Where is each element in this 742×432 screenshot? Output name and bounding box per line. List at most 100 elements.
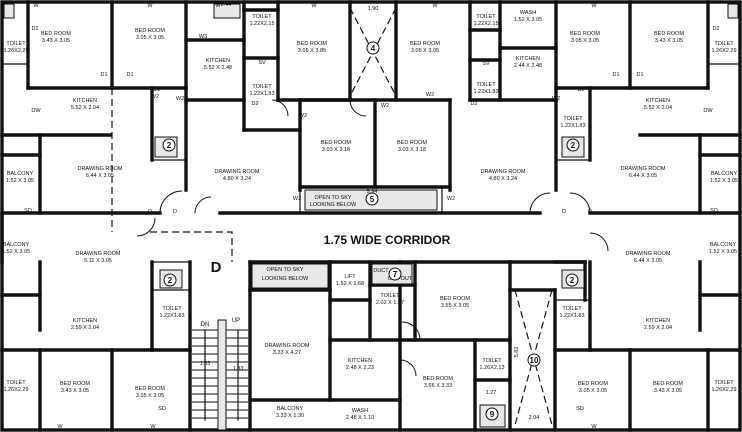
room-name: TOILET <box>563 116 583 122</box>
block-letter: D <box>211 259 222 276</box>
room-size: 1.26X2.13 <box>479 365 504 371</box>
door-swings <box>136 99 609 377</box>
room-size: 1.52 X 3.05 <box>514 17 542 23</box>
room-size: 1.22X1.83 <box>559 313 584 319</box>
wall-code: W <box>311 3 317 9</box>
room-size: 3.05 X 3.05 <box>571 38 599 44</box>
room-name: TOILET <box>562 306 582 312</box>
door-code: D <box>562 209 566 215</box>
room-name: KITCHEN <box>646 318 670 324</box>
room-size: 3.33 X 4.27 <box>273 350 301 356</box>
cutout-top-small <box>213 3 241 19</box>
room-name: TOILET <box>714 380 734 386</box>
dimension-label: 5.94 <box>367 189 378 195</box>
wall-code: W <box>591 424 597 430</box>
room-size: 3.03 X 3.18 <box>322 147 350 153</box>
room-size: 3.43 X 3.05 <box>42 38 70 44</box>
marker-number: 5 <box>370 195 375 204</box>
marker-number: 2 <box>168 276 173 285</box>
room-name: TOILET <box>162 306 182 312</box>
room-size: 5.52 X 2.04 <box>644 105 672 111</box>
marker-number: 9 <box>490 410 495 419</box>
room-size: 1.26X2.29 <box>3 387 28 393</box>
dimension-label: 1.33 <box>233 366 244 372</box>
room-size: 2.59 X 2.04 <box>644 325 672 331</box>
room-name: KITCHEN <box>348 358 372 364</box>
room-size: 2.44 X 2.48 <box>514 63 542 69</box>
door-code: DW <box>31 108 41 114</box>
room-size: 3.05 X 3.05 <box>579 388 607 394</box>
room-size: 3.05 X 3.85 <box>298 48 326 54</box>
room-name: DRAWING ROOM <box>625 251 670 257</box>
room-size: 1.22X1.83 <box>249 91 274 97</box>
door-code: SD <box>710 208 718 214</box>
room-size: 5.11 X 3.05 <box>84 258 112 264</box>
door-code: SD <box>576 406 584 412</box>
marker-number: 4 <box>371 44 376 53</box>
dimension-label: 1.27 <box>486 390 497 396</box>
marker-circle <box>388 267 402 281</box>
door-code: D1 <box>126 72 133 78</box>
room-size: 1.22X1.83 <box>560 123 585 129</box>
room-size: 1.26X2.29 <box>711 387 736 393</box>
door-code: D2 <box>31 26 38 32</box>
room-name: BALCONY <box>277 406 304 412</box>
room-name: TOILET <box>380 293 400 299</box>
room-name: KITCHEN <box>73 98 97 104</box>
wall-code: W2 <box>426 92 434 98</box>
cutout-edge-left <box>3 3 15 19</box>
staircase <box>192 319 248 431</box>
room-size: 2.48 X 2.23 <box>346 365 374 371</box>
wall-code: W2 <box>293 196 301 202</box>
dimension-label: 5.82 <box>514 347 520 358</box>
note-label: LOOKING BELOW <box>262 276 309 282</box>
marker-circle <box>527 353 541 367</box>
door-swing <box>569 192 591 214</box>
room-size: 3.43 X 3.05 <box>61 388 89 394</box>
wall-code: W <box>215 3 221 9</box>
room-name: DRAWING ROOM <box>75 251 120 257</box>
room-name: BED ROOM <box>41 31 71 37</box>
room-size: 1.52 X 3.05 <box>2 249 30 255</box>
room-name: LIFT <box>344 274 356 280</box>
door-swing <box>399 359 417 377</box>
note-label: DUCT <box>373 268 389 274</box>
door-code: D2 <box>470 101 477 107</box>
room-name: TOILET <box>476 14 496 20</box>
staircase-outline <box>150 231 233 262</box>
room-name: BED ROOM <box>135 386 165 392</box>
note-label: OPEN TO SKY <box>266 267 303 273</box>
room-size: 1.52 X 1.68 <box>336 281 364 287</box>
room-name: DRAWING ROOM <box>264 343 309 349</box>
stair-core <box>217 319 227 431</box>
door-code: SD <box>158 406 166 412</box>
wall-code: W2 <box>176 96 184 102</box>
room-name: BALCONY <box>711 171 738 177</box>
room-size: 1.26X2.29 <box>3 48 28 54</box>
marker-number: 2 <box>570 276 575 285</box>
room-size: 4.80 X 3.24 <box>223 176 251 182</box>
corridor-title: 1.75 WIDE CORRIDOR <box>324 233 451 247</box>
room-size: 1.22X1.83 <box>473 89 498 95</box>
marker-circle <box>565 273 579 287</box>
door-swing <box>271 99 289 117</box>
marker-circle <box>365 192 379 206</box>
door-code: D1 <box>100 72 107 78</box>
room-name: BED ROOM <box>653 381 683 387</box>
room-name: KITCHEN <box>206 58 230 64</box>
room-name: TOILET <box>252 14 272 20</box>
door-swing <box>589 232 609 252</box>
door-code: DW <box>703 108 713 114</box>
note-label: LOOKING BELOW <box>310 202 357 208</box>
door-code: SV <box>482 61 490 67</box>
room-name: KITCHEN <box>516 56 540 62</box>
room-name: BED ROOM <box>570 31 600 37</box>
room-size: 2.48 X 1.10 <box>346 415 374 421</box>
room-size: 1.52 X 3.05 <box>6 178 34 184</box>
room-name: DRAWING ROOM <box>77 166 122 172</box>
room-name: DRAWING ROOM <box>214 169 259 175</box>
room-name: KITCHEN <box>646 98 670 104</box>
room-size: 3.43 X 3.05 <box>654 388 682 394</box>
room-name: TOILET <box>482 358 502 364</box>
